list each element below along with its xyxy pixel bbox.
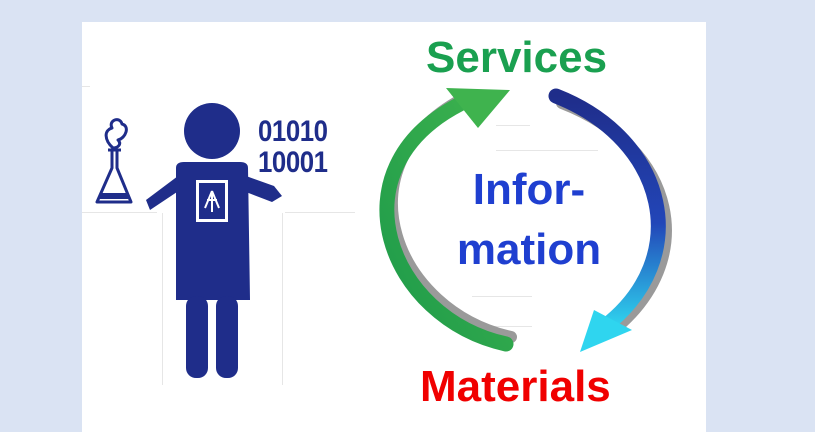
scientist-icon [146,103,282,378]
seam-line [282,213,283,385]
binary-code: 01010 10001 [258,116,339,178]
label-information: Infor- mation [454,160,604,280]
binary-line-1: 01010 [258,115,328,148]
flask-icon [95,118,133,204]
label-information-line-1: Infor- [472,165,586,214]
label-services: Services [426,33,608,82]
label-information-line-2: mation [456,225,602,274]
seam-line [472,326,532,327]
seam-line [162,213,163,385]
seam-line [82,212,157,213]
seam-line [285,212,355,213]
arrow-materials-to-services [379,88,514,352]
binary-line-2: 10001 [258,146,328,179]
seam-line [496,150,598,151]
label-materials: Materials [420,362,611,411]
seam-line [82,86,90,87]
university-emblem-icon [196,180,228,222]
seam-line [472,296,532,297]
arrow-services-to-materials [548,88,666,352]
seam-line [496,125,530,126]
